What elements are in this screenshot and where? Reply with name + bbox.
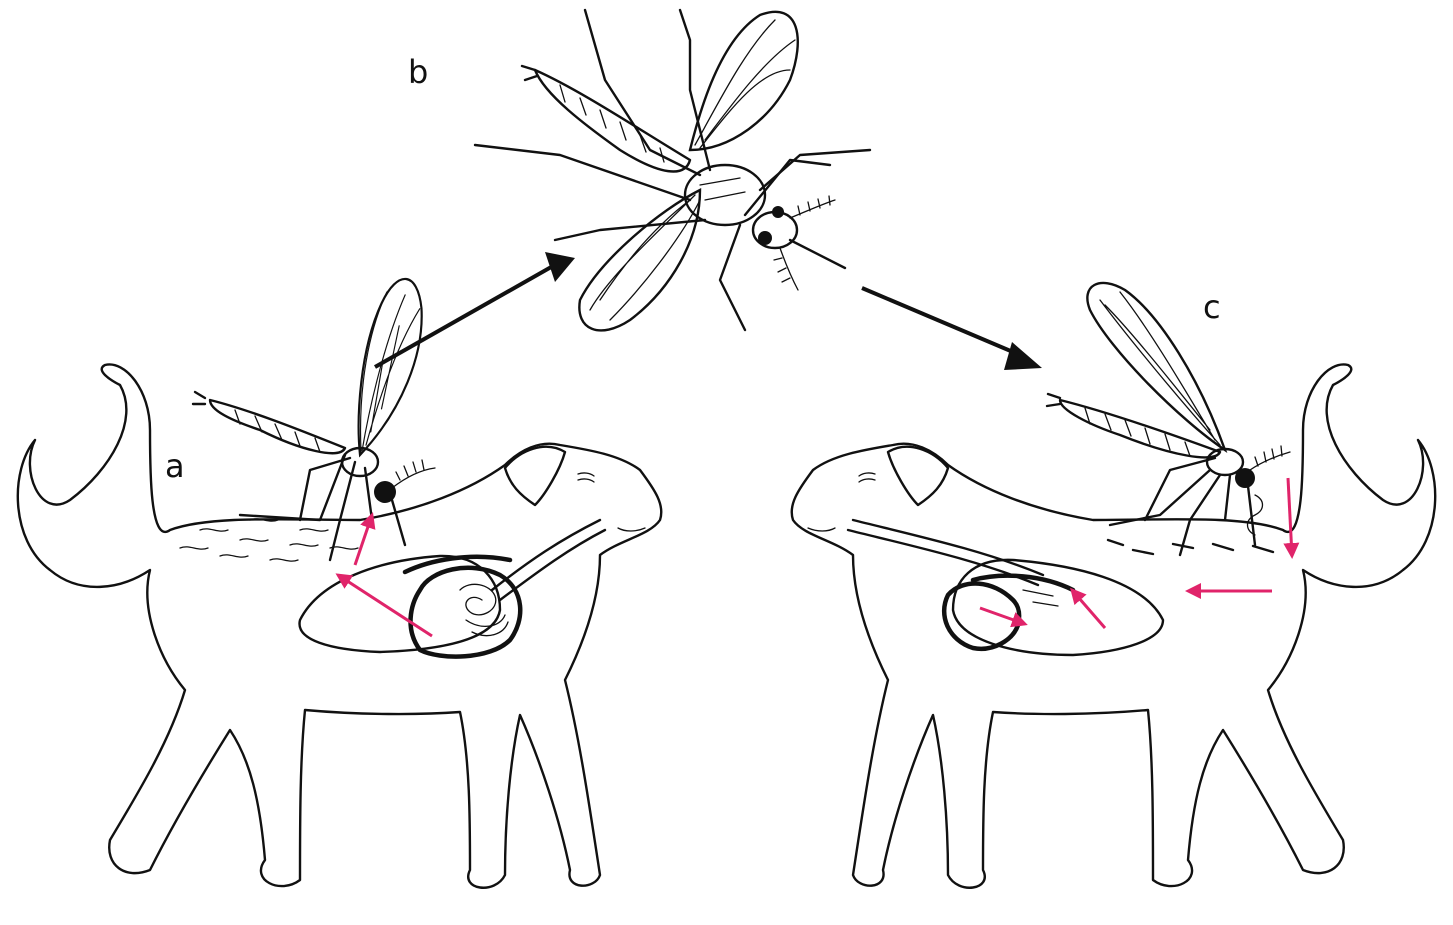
arrow-mosquito-to-dog [862, 288, 1020, 355]
mosquito-feeding-right [1047, 283, 1290, 555]
dog-right [792, 364, 1436, 887]
label-b: b [408, 56, 428, 88]
label-a: a [165, 450, 185, 482]
arrowhead-mosquito-to-dog [1004, 342, 1042, 370]
mosquito-feeding-left [193, 276, 464, 560]
mosquito-center [475, 10, 870, 330]
pink-arrows-right [980, 478, 1292, 628]
label-c: c [1203, 291, 1221, 323]
dog-left [18, 364, 662, 887]
